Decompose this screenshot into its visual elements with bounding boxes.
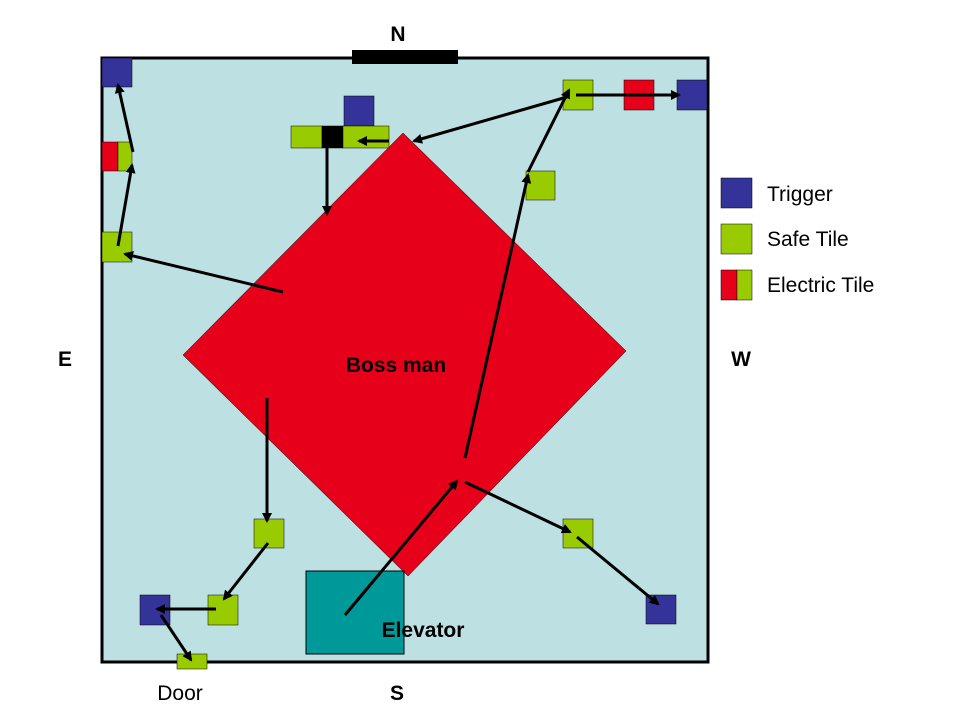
legend-trigger-label: Trigger <box>767 183 833 206</box>
safe-tile <box>562 518 594 549</box>
safe-tile <box>525 170 556 201</box>
boss-area <box>182 132 627 577</box>
trigger-tile <box>676 79 708 111</box>
safe-tile <box>101 231 133 263</box>
door-label: Door <box>157 682 203 705</box>
legend-electric-label: Electric Tile <box>767 274 874 297</box>
path-arrow <box>526 88 571 173</box>
path-arrow <box>576 535 660 606</box>
legend-safe-label: Safe Tile <box>767 228 849 251</box>
north-entrance <box>352 50 458 64</box>
electric-tile-green-half <box>117 141 133 172</box>
path-arrow <box>116 163 136 247</box>
elevator-label: Elevator <box>382 619 465 642</box>
path-arrow <box>123 251 284 294</box>
path-arrow <box>463 173 532 459</box>
boss-label: Boss man <box>346 354 446 377</box>
legend: Trigger Safe Tile Electric Tile <box>720 177 874 301</box>
compass-north: N <box>390 23 405 46</box>
path-arrow <box>464 480 572 534</box>
path-arrow <box>159 614 193 662</box>
legend-safe-swatch <box>720 223 753 255</box>
legend-electric-swatch-red <box>720 269 738 301</box>
trigger-tile <box>101 57 133 88</box>
compass-east: E <box>58 348 72 371</box>
compass-south: S <box>390 682 404 705</box>
black-tile <box>321 125 344 149</box>
legend-trigger-swatch <box>720 177 753 209</box>
path-arrow <box>343 479 459 616</box>
path-arrow <box>222 542 270 601</box>
compass-west: W <box>731 348 751 371</box>
safe-tile <box>253 518 285 549</box>
door-tile <box>176 653 208 670</box>
legend-electric-swatch-green <box>736 269 753 301</box>
path-arrow <box>114 83 135 153</box>
safe-tile <box>342 125 390 149</box>
path-arrows <box>114 83 681 662</box>
path-arrow <box>412 95 568 144</box>
trigger-tile <box>343 95 375 127</box>
elevator <box>305 570 405 655</box>
electric-tile-red-half <box>101 141 119 172</box>
safe-tile <box>290 125 323 149</box>
